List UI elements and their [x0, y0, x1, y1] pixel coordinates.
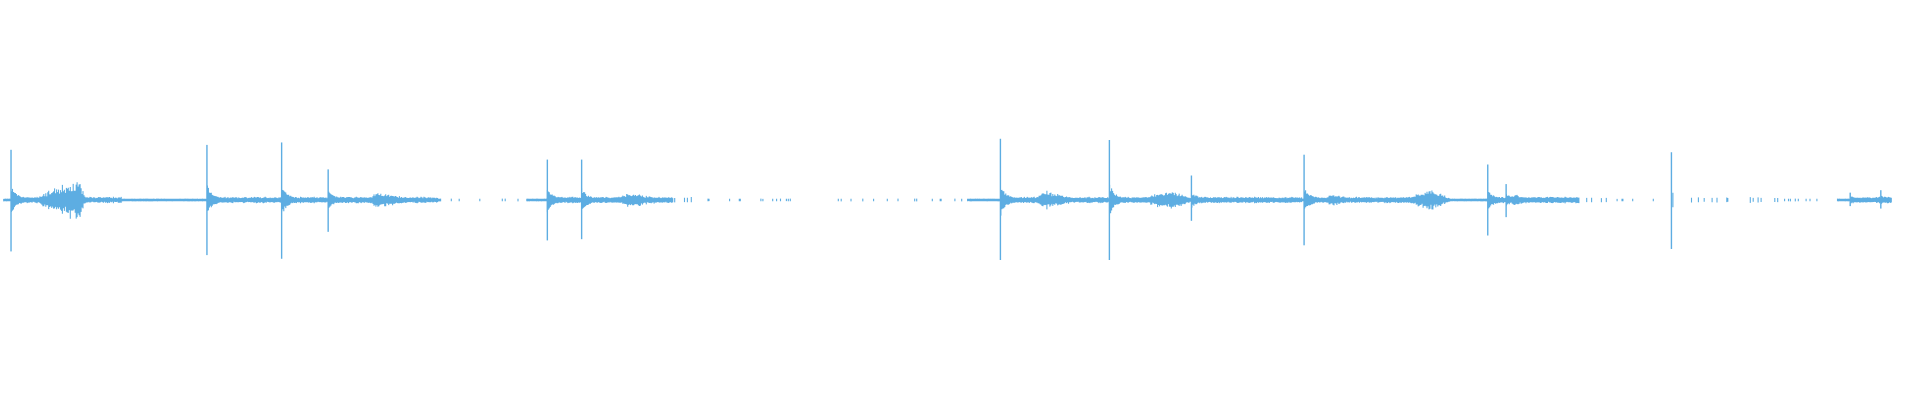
waveform-bars: [3, 138, 1892, 260]
waveform-envelope: [3, 182, 1892, 219]
